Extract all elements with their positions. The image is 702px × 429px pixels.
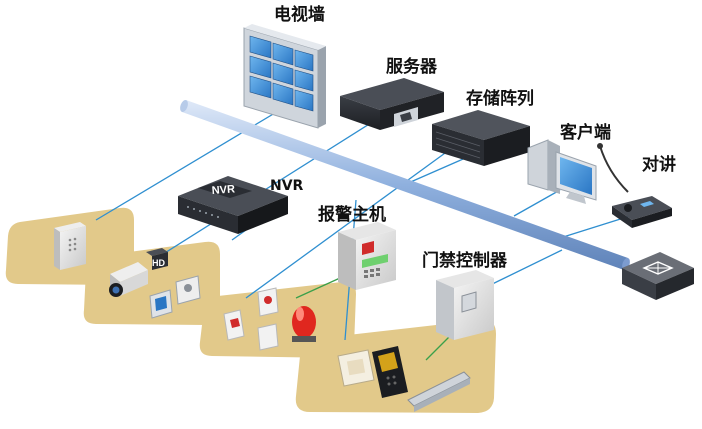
- camera-badge-text: HD: [152, 258, 165, 268]
- nvr-panel-text: NVR: [211, 183, 235, 197]
- device-zone-2: [83, 241, 220, 325]
- access-controller-icon: [436, 270, 494, 340]
- label-intercom: 对讲: [642, 154, 676, 175]
- tv-wall-icon: [243, 24, 326, 129]
- storage-array-icon: [432, 110, 530, 166]
- smoke-detector-icon: [223, 287, 279, 351]
- network-switch-icon: [622, 252, 694, 300]
- hd-camera-icon: HD: [109, 248, 201, 319]
- label-server: 服务器: [386, 56, 438, 77]
- label-tv-wall: 电视墙: [274, 4, 325, 25]
- door-intercom-icon: [54, 222, 86, 270]
- label-access-controller: 门禁控制器: [422, 250, 508, 271]
- server-icon: [340, 78, 444, 130]
- alarm-siren-icon: [292, 306, 316, 342]
- card-reader-icon: [372, 346, 408, 398]
- nvr-recorder-icon: NVR: [178, 176, 288, 234]
- green-links: [295, 277, 451, 361]
- label-storage-array: 存储阵列: [466, 88, 534, 109]
- alarm-panel-icon: [338, 222, 396, 290]
- exit-button-icon: [337, 349, 375, 387]
- label-alarm-host: 报警主机: [318, 204, 386, 225]
- intercom-station-icon: [597, 143, 672, 228]
- client-pc-icon: [527, 139, 597, 204]
- magnetic-lock-icon: [407, 371, 471, 412]
- label-nvr: NVR: [270, 178, 304, 194]
- label-client: 客户端: [559, 122, 611, 143]
